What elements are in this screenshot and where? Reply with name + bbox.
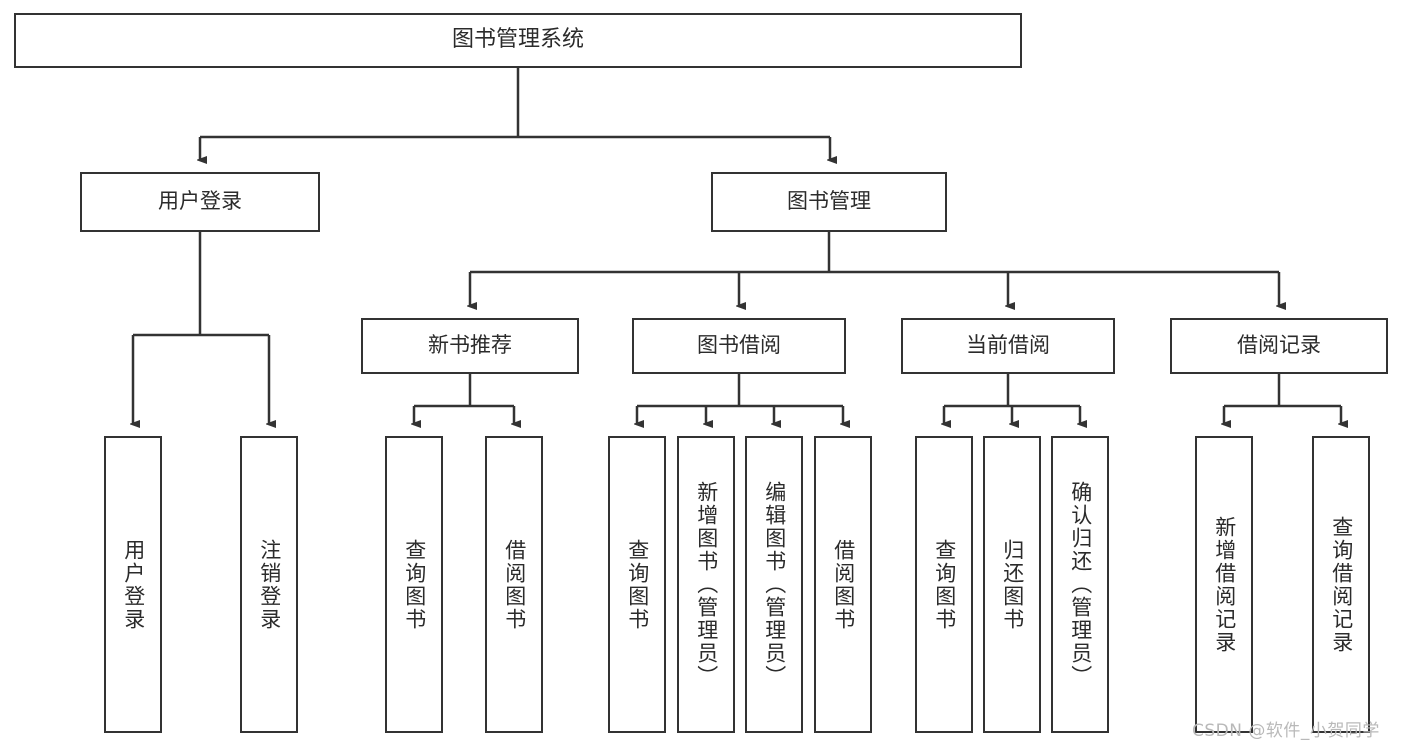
node-new-book-recommendation-label: 新书推荐 [428,333,512,358]
leaf-edit-book-admin-label: 编辑图书（管理员） [762,481,787,688]
leaf-query-book-current[interactable]: 查询图书 [915,436,973,733]
node-current-borrowing[interactable]: 当前借阅 [901,318,1115,374]
leaf-edit-book-admin[interactable]: 编辑图书（管理员） [745,436,803,733]
leaf-borrow-book-rec-label: 借阅图书 [502,538,527,631]
node-book-management-label: 图书管理 [787,189,871,214]
node-user-login-label: 用户登录 [158,189,242,214]
leaf-user-login-label: 用户登录 [121,538,146,631]
leaf-query-borrow-record-label: 查询借阅记录 [1329,515,1354,654]
node-new-book-recommendation[interactable]: 新书推荐 [361,318,579,374]
leaf-return-book-label: 归还图书 [1000,538,1025,631]
leaf-confirm-return-admin-label: 确认归还（管理员） [1068,481,1093,688]
node-root-label: 图书管理系统 [451,27,584,53]
node-root[interactable]: 图书管理系统 [14,13,1022,68]
leaf-borrow-book[interactable]: 借阅图书 [814,436,872,733]
leaf-add-book-admin-label: 新增图书（管理员） [694,481,719,688]
node-borrow-records-label: 借阅记录 [1237,333,1321,358]
leaf-query-book-borrow-label: 查询图书 [625,538,650,631]
leaf-add-book-admin[interactable]: 新增图书（管理员） [677,436,735,733]
node-book-borrowing[interactable]: 图书借阅 [632,318,846,374]
leaf-borrow-book-label: 借阅图书 [831,538,856,631]
leaf-query-book-rec[interactable]: 查询图书 [385,436,443,733]
leaf-query-book-borrow[interactable]: 查询图书 [608,436,666,733]
node-book-management[interactable]: 图书管理 [711,172,947,232]
csdn-watermark: CSDN @软件_小贺同学 [1192,721,1380,741]
leaf-return-book[interactable]: 归还图书 [983,436,1041,733]
leaf-query-book-current-label: 查询图书 [932,538,957,631]
leaf-logout-label: 注销登录 [257,538,282,631]
leaf-query-borrow-record[interactable]: 查询借阅记录 [1312,436,1370,733]
node-current-borrowing-label: 当前借阅 [966,333,1050,358]
leaf-add-borrow-record-label: 新增借阅记录 [1212,515,1237,654]
node-borrow-records[interactable]: 借阅记录 [1170,318,1388,374]
leaf-user-login[interactable]: 用户登录 [104,436,162,733]
node-user-login[interactable]: 用户登录 [80,172,320,232]
leaf-logout[interactable]: 注销登录 [240,436,298,733]
leaf-confirm-return-admin[interactable]: 确认归还（管理员） [1051,436,1109,733]
leaf-query-book-rec-label: 查询图书 [402,538,427,631]
leaf-add-borrow-record[interactable]: 新增借阅记录 [1195,436,1253,733]
node-book-borrowing-label: 图书借阅 [697,333,781,358]
leaf-borrow-book-rec[interactable]: 借阅图书 [485,436,543,733]
